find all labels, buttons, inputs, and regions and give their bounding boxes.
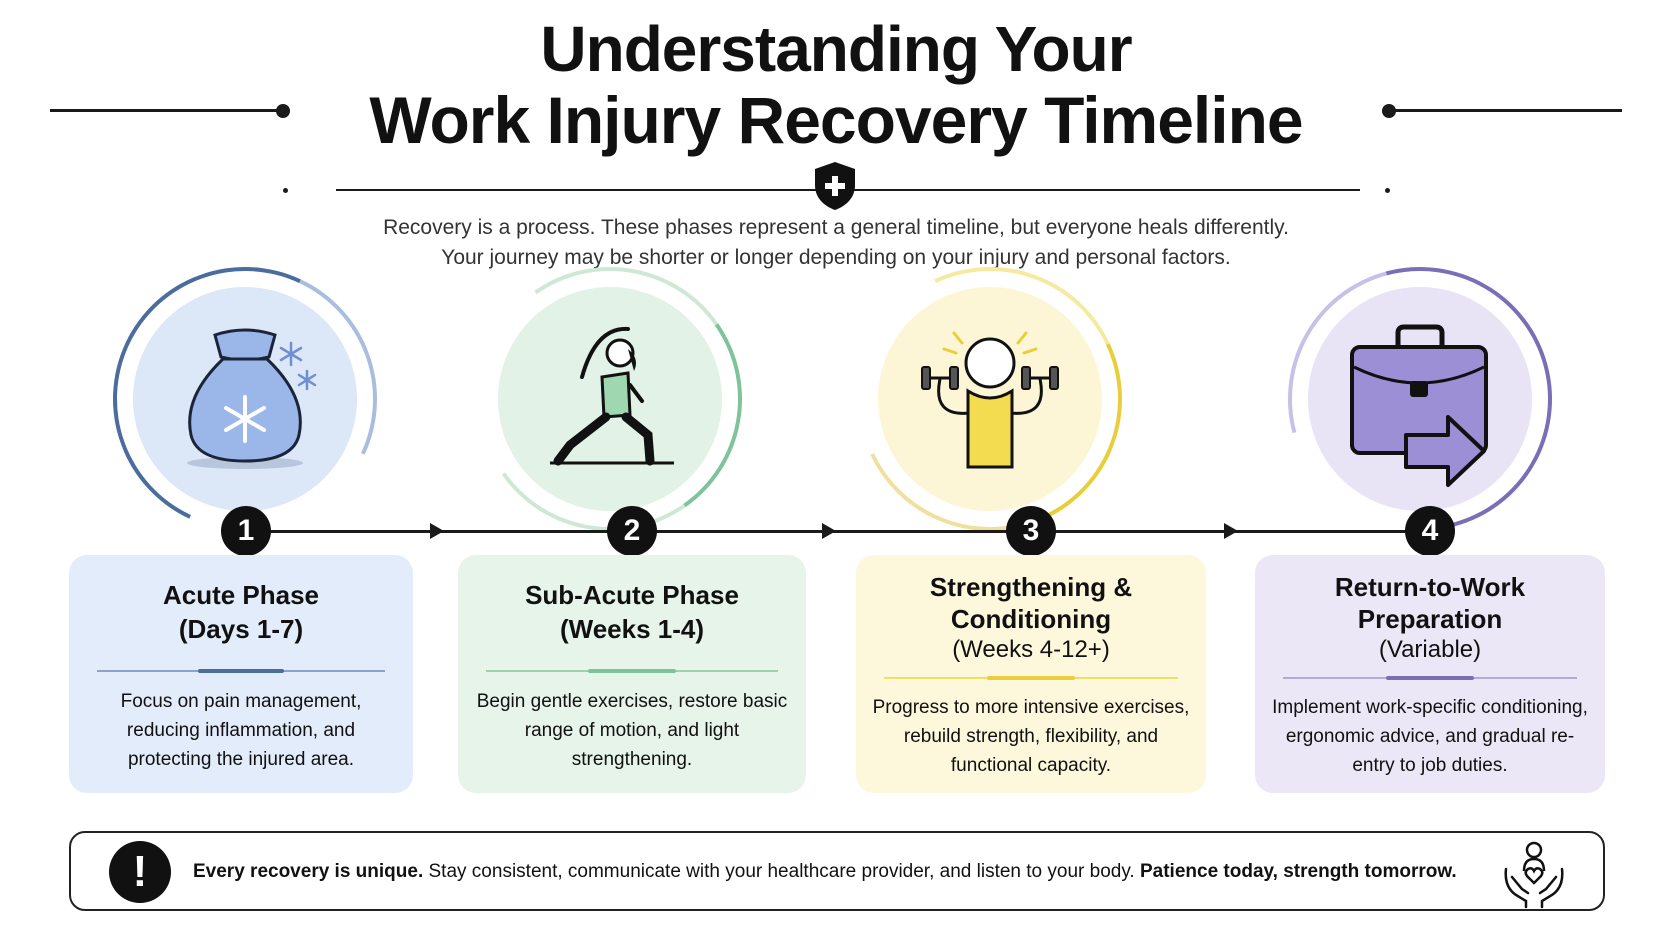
timeline-arrow-1 [430, 523, 444, 539]
phase-4-title: Return-to-Work [1334, 572, 1526, 602]
phase-1-illustration [75, 229, 415, 569]
caring-hands-icon [1504, 841, 1564, 909]
phase-4-description: Implement work-specific conditioning, er… [1272, 697, 1588, 776]
stretching-person-icon [550, 326, 674, 466]
dumbbell-lifter-icon [921, 331, 1059, 469]
ice-pack-icon [187, 328, 317, 469]
exclamation-icon: ! [109, 841, 171, 903]
footer-middle: Stay consistent, communicate with your h… [423, 861, 1140, 882]
phase-1-range: (Days 1-7) [178, 614, 304, 644]
phase-1-card: Acute Phase (Days 1-7) Focus on pain man… [69, 555, 413, 793]
footer-lead: Every recovery is unique. [193, 861, 424, 882]
phase-3-card: Strengthening & Conditioning (Weeks 4-12… [856, 555, 1206, 793]
phase-4-range: (Variable) [1378, 636, 1482, 663]
phase-1-title: Acute Phase [162, 580, 320, 610]
phase-2-number: 2 [607, 506, 657, 556]
phase-1-divider [97, 669, 385, 673]
phase-4-number: 4 [1405, 506, 1455, 556]
phase-3-divider [884, 676, 1178, 680]
footer-closing: Patience today, strength tomorrow. [1139, 861, 1457, 882]
page-title-line2: Work Injury Recovery Timeline [369, 83, 1303, 157]
timeline-arrow-2 [822, 523, 836, 539]
left-title-rule [50, 109, 280, 112]
phase-1-number: 1 [221, 506, 271, 556]
page-title-line1: Understanding Your [540, 13, 1132, 85]
phase-4-card: Return-to-Work Preparation (Variable) Im… [1255, 555, 1605, 793]
subtitle-line2: Your journey may be shorter or longer de… [441, 246, 1231, 269]
phase-2-range: (Weeks 1-4) [559, 614, 705, 644]
footer-message: Every recovery is unique. Stay consisten… [193, 858, 1457, 886]
timeline-arrow-3 [1224, 523, 1238, 539]
phase-2-illustration [457, 246, 763, 552]
phase-2-card: Sub-Acute Phase (Weeks 1-4) Begin gentle… [458, 555, 806, 793]
phase-1-description: Focus on pain management, reducing infla… [120, 691, 362, 770]
phase-3-number: 3 [1006, 506, 1056, 556]
phase-2-title: Sub-Acute Phase [525, 580, 739, 610]
phase-2-divider [486, 669, 778, 673]
phase-4-title-line2: Preparation [1357, 604, 1503, 634]
subtitle-line1: Recovery is a process. These phases repr… [383, 216, 1289, 239]
briefcase-arrow-icon [1350, 324, 1488, 487]
phase-4-illustration [1239, 218, 1601, 580]
left-title-dot [276, 104, 290, 118]
right-title-rule [1390, 109, 1622, 112]
shield-plus-icon [815, 162, 855, 210]
phase-3-title-line2: Conditioning [950, 604, 1112, 634]
timeline-line [246, 530, 1426, 533]
phase-2-description: Begin gentle exercises, restore basic ra… [476, 691, 788, 770]
phase-3-illustration [820, 229, 1160, 569]
phase-3-range: (Weeks 4-12+) [952, 636, 1110, 663]
right-small-dot [1385, 188, 1390, 193]
phase-3-description: Progress to more intensive exercises, re… [872, 697, 1190, 776]
footer-banner: ! Every recovery is unique. Stay consist… [69, 831, 1605, 911]
phase-3-title: Strengthening & [929, 572, 1133, 602]
phase-4-divider [1283, 676, 1577, 680]
right-title-dot [1382, 104, 1396, 118]
left-small-dot [283, 188, 288, 193]
